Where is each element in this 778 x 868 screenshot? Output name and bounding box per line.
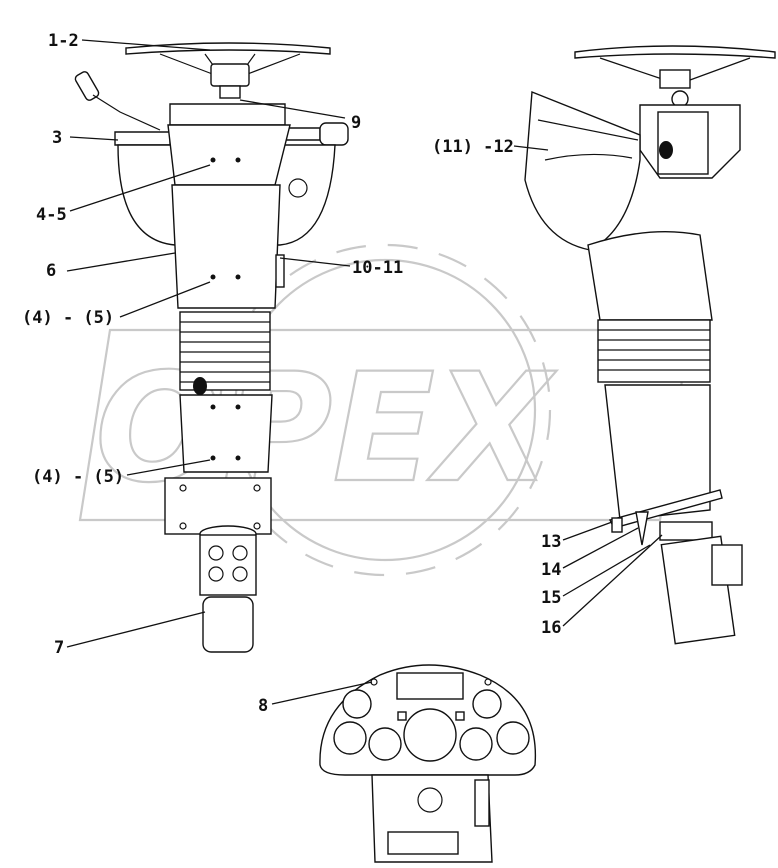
- steering-column-side-view: [524, 45, 776, 645]
- steering-wheel-front: [125, 42, 331, 99]
- part-13: [611, 517, 623, 533]
- steering-wheel-side: [574, 45, 776, 108]
- callout-9: 9: [351, 113, 361, 133]
- side-lower-tube: [604, 384, 711, 521]
- side-knob: [319, 122, 349, 146]
- callout-6: 6: [46, 261, 56, 281]
- grommet: [193, 377, 207, 395]
- callout-13: 13: [541, 532, 561, 552]
- callout-8: 8: [258, 696, 268, 716]
- column-tube: [171, 184, 281, 309]
- watermark-text: OPEX: [95, 342, 557, 516]
- callout-16: 16: [541, 618, 561, 638]
- mounting-flange: [164, 477, 272, 535]
- callout-labels: 1-2 9 3 4-5 6 10-11 (4) - (5) (4) - (5) …: [22, 31, 561, 716]
- bellows-side: [597, 319, 711, 383]
- leader-lines: [66, 39, 663, 705]
- callout-15: 15: [541, 588, 561, 608]
- bellows-front: [179, 311, 271, 391]
- lower-tube: [179, 394, 273, 473]
- callout-11-12: (11) -12: [432, 137, 514, 157]
- switch-10-11: [275, 254, 285, 288]
- bracket-3: [114, 131, 171, 146]
- callout-4-5-lower: (4) - (5): [32, 467, 124, 487]
- instrument-panel-8: [319, 664, 537, 863]
- side-motor: [659, 521, 743, 645]
- callout-3: 3: [52, 128, 62, 148]
- upper-cover: [167, 124, 291, 186]
- callout-4-5-upper: (4) - (5): [22, 308, 114, 328]
- callout-4-5: 4-5: [36, 205, 67, 225]
- side-knob-mount: [284, 127, 321, 141]
- part-14: [635, 511, 649, 546]
- top-plate: [169, 103, 286, 126]
- callout-14: 14: [541, 560, 561, 580]
- side-column-tube: [587, 230, 713, 321]
- console-hood-11-12: [524, 90, 641, 251]
- steering-column-front-view: [74, 42, 349, 653]
- callout-1-2: 1-2: [48, 31, 79, 51]
- callout-10-11: 10-11: [352, 258, 403, 278]
- housing-bolt: [288, 178, 308, 198]
- tilt-lever: [74, 71, 161, 131]
- steering-unit-7: [199, 525, 257, 653]
- callout-7: 7: [54, 638, 64, 658]
- watermark-frame: [78, 328, 692, 522]
